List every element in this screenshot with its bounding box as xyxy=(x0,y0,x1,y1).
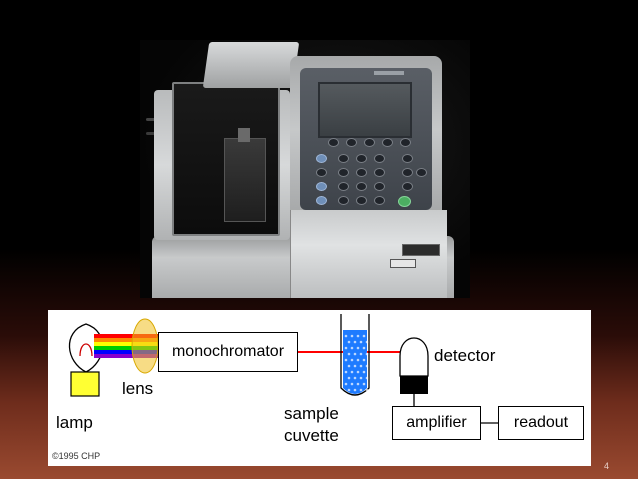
keypad-key xyxy=(316,196,327,205)
sample-particle xyxy=(356,334,360,338)
diagram-graphics xyxy=(68,314,498,424)
serial-sticker xyxy=(390,259,416,268)
sample-particle xyxy=(350,358,354,362)
copyright-notice: ©1995 CHP xyxy=(52,451,101,461)
sample-particle xyxy=(362,382,366,386)
lens-icon xyxy=(131,318,159,374)
cuvette-holder-top xyxy=(238,128,250,142)
keypad-key xyxy=(374,154,385,163)
sample-particle xyxy=(362,370,366,374)
sample-particle xyxy=(353,364,357,368)
sample-particle xyxy=(359,364,363,368)
keypad-key xyxy=(356,154,367,163)
sample-particle xyxy=(356,358,360,362)
sample-particle xyxy=(359,340,363,344)
keypad-key xyxy=(374,182,385,191)
keypad-key xyxy=(374,196,385,205)
sample-particle xyxy=(359,388,363,392)
display-screen xyxy=(318,82,412,138)
spectrophotometer-photo xyxy=(140,40,470,298)
compartment-lid xyxy=(202,42,300,88)
keypad-key xyxy=(364,138,375,147)
amplifier-label: amplifier xyxy=(406,414,467,431)
sample-particle xyxy=(344,346,348,350)
cuvette-sample-particles xyxy=(344,334,369,392)
spectrophotometer-diagram: monochromator amplifier readout lens lam… xyxy=(48,310,591,466)
sample-particle xyxy=(362,358,366,362)
sample-particle xyxy=(344,334,348,338)
sample-particle xyxy=(344,370,348,374)
lamp-label: lamp xyxy=(56,413,93,432)
sample-particle xyxy=(365,376,369,380)
cuvette-icon xyxy=(340,314,370,396)
slide-page-number: 4 xyxy=(604,461,610,471)
keypad-key xyxy=(402,154,413,163)
detector-icon xyxy=(399,337,429,377)
sample-particle xyxy=(350,382,354,386)
keypad-key xyxy=(316,168,327,177)
sample-particle xyxy=(356,382,360,386)
lamp-base xyxy=(70,371,100,397)
keypad-key xyxy=(328,138,339,147)
model-label xyxy=(374,71,404,75)
sample-particle xyxy=(350,346,354,350)
sample-particle xyxy=(347,388,351,392)
keypad-key xyxy=(400,138,411,147)
sample-particle xyxy=(347,340,351,344)
sample-label: sample xyxy=(284,404,339,423)
sample-particle xyxy=(347,364,351,368)
sample-particle xyxy=(344,382,348,386)
keypad-key xyxy=(356,196,367,205)
keypad-key xyxy=(346,138,357,147)
keypad-key xyxy=(356,168,367,177)
keypad-key xyxy=(316,182,327,191)
lamp-filament xyxy=(79,343,93,357)
detector-base xyxy=(400,376,428,394)
keypad-key xyxy=(398,196,411,207)
keypad-key xyxy=(374,168,385,177)
sample-particle xyxy=(350,370,354,374)
sample-particle xyxy=(365,340,369,344)
sample-particle xyxy=(365,352,369,356)
sample-particle xyxy=(350,334,354,338)
sample-particle xyxy=(353,340,357,344)
keypad-key xyxy=(338,196,349,205)
sample-particle xyxy=(347,352,351,356)
sample-particle xyxy=(356,370,360,374)
keypad-key xyxy=(356,182,367,191)
sample-particle xyxy=(359,376,363,380)
brand-badge xyxy=(402,244,440,256)
sample-particle xyxy=(344,358,348,362)
readout-label: readout xyxy=(513,414,569,431)
keypad-key xyxy=(416,168,427,177)
keypad-key xyxy=(338,154,349,163)
keypad-key xyxy=(402,182,413,191)
sample-particle xyxy=(365,364,369,368)
detector-label: detector xyxy=(434,346,496,365)
keypad-key xyxy=(338,182,349,191)
sample-particle xyxy=(359,352,363,356)
sample-particle xyxy=(356,346,360,350)
lens-label: lens xyxy=(122,379,154,398)
keypad-key xyxy=(316,154,327,163)
keypad-key xyxy=(402,168,413,177)
amplifier-box: amplifier xyxy=(392,406,481,440)
readout-box: readout xyxy=(498,406,584,440)
sample-particle xyxy=(353,376,357,380)
monochromator-label: monochromator xyxy=(171,343,285,360)
sample-particle xyxy=(347,376,351,380)
sample-particle xyxy=(353,388,357,392)
cuvette-holder xyxy=(224,138,266,222)
keypad-key xyxy=(338,168,349,177)
sample-particle xyxy=(362,346,366,350)
sample-particle xyxy=(365,388,369,392)
monochromator-box: monochromator xyxy=(158,332,298,372)
sample-particle xyxy=(362,334,366,338)
sample-particle xyxy=(353,352,357,356)
cuvette-label: cuvette xyxy=(284,426,339,445)
keypad-key xyxy=(382,138,393,147)
